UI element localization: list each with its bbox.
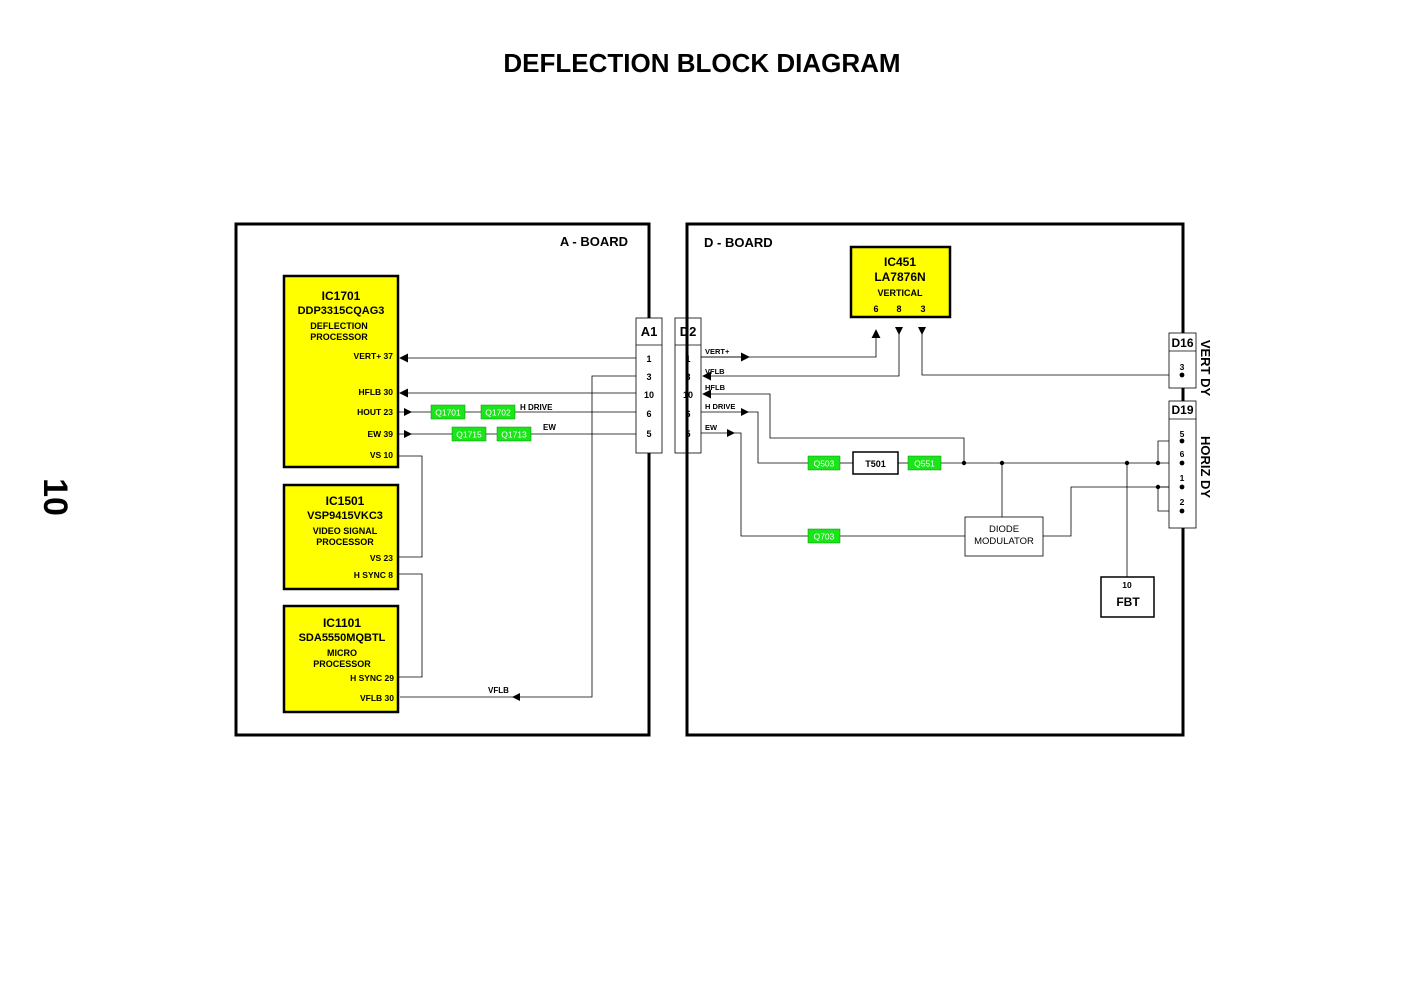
ic1101-pin-vflb: VFLB 30 [360, 693, 394, 703]
q1713: Q1713 [496, 426, 532, 442]
ic1701-pin-vert: VERT+ 37 [354, 351, 394, 361]
svg-text:DIODE: DIODE [989, 524, 1019, 535]
svg-text:10: 10 [644, 390, 654, 400]
ic451-pin-3: 3 [920, 304, 925, 314]
svg-text:5: 5 [646, 429, 651, 439]
ic451-block: IC451 LA7876N VERTICAL 6 8 3 [849, 245, 952, 319]
node-2 [999, 460, 1005, 466]
svg-text:6: 6 [646, 409, 651, 419]
svg-text:3: 3 [646, 372, 651, 382]
ic1701-block: IC1701 DDP3315CQAG3 DEFLECTION PROCESSOR… [282, 274, 400, 469]
ic451-pin-8: 8 [896, 304, 901, 314]
a-ew-label: EW [543, 423, 556, 432]
ic451-pin-6: 6 [873, 304, 878, 314]
svg-text:MODULATOR: MODULATOR [974, 536, 1034, 547]
t501-block: T501 [852, 451, 899, 475]
node-5 [1155, 484, 1161, 490]
svg-text:A1: A1 [641, 324, 658, 339]
a-vflb-label: VFLB [488, 686, 509, 695]
node-3 [1124, 460, 1130, 466]
ic1501-pin-hsync: H SYNC 8 [354, 570, 393, 580]
ic1701-pin-vs: VS 10 [370, 450, 393, 460]
d-vflb-label: VFLB [705, 367, 725, 376]
d-ew-label: EW [705, 423, 718, 432]
ic451-func: VERTICAL [878, 288, 924, 298]
connector-d16: D16 3 [1168, 332, 1197, 389]
svg-text:FBT: FBT [1116, 595, 1140, 609]
ic451-part: LA7876N [874, 270, 925, 284]
svg-text:2: 2 [1180, 497, 1185, 507]
ic1701-func1: DEFLECTION [310, 321, 368, 331]
svg-text:Q703: Q703 [814, 532, 835, 542]
svg-text:5: 5 [1180, 429, 1185, 439]
ic1501-func1: VIDEO SIGNAL [313, 526, 378, 536]
node-4 [1155, 460, 1161, 466]
ic1501-func2: PROCESSOR [316, 537, 374, 547]
ic1101-block: IC1101 SDA5550MQBTL MICRO PROCESSOR H SY… [282, 604, 400, 714]
d-vert-label: VERT+ [705, 347, 730, 356]
svg-text:Q503: Q503 [814, 459, 835, 469]
ic1101-ref: IC1101 [323, 616, 361, 630]
ic451-ref: IC451 [884, 255, 916, 269]
d-board-label: D - BOARD [704, 235, 773, 250]
vert-dy-label: VERT DY [1198, 340, 1213, 397]
d-hdrive-label: H DRIVE [705, 402, 735, 411]
connector-d19: D19 5 6 1 2 [1168, 400, 1197, 529]
ic1501-block: IC1501 VSP9415VKC3 VIDEO SIGNAL PROCESSO… [282, 483, 400, 591]
ic1701-ref: IC1701 [322, 289, 361, 303]
q1715: Q1715 [451, 426, 487, 442]
fbt-block: 10 FBT [1100, 576, 1155, 618]
q703: Q703 [807, 528, 841, 544]
ic1701-func2: PROCESSOR [310, 332, 368, 342]
connector-a1: A1 1 3 10 6 5 [635, 317, 663, 454]
ic1101-part: SDA5550MQBTL [299, 632, 386, 644]
ic1701-part: DDP3315CQAG3 [298, 305, 385, 317]
svg-text:1: 1 [1180, 473, 1185, 483]
a-board-label: A - BOARD [560, 234, 628, 249]
svg-text:10: 10 [1122, 580, 1132, 590]
diode-modulator-block: DIODE MODULATOR [964, 516, 1044, 557]
svg-text:Q1715: Q1715 [456, 430, 482, 440]
q1702: Q1702 [480, 404, 516, 420]
node-1 [961, 460, 967, 466]
d-board-wires [701, 327, 1182, 577]
svg-text:Q551: Q551 [914, 459, 935, 469]
ic1701-pin-hout: HOUT 23 [357, 407, 393, 417]
svg-text:T501: T501 [865, 459, 886, 469]
svg-text:D16: D16 [1171, 336, 1193, 350]
svg-text:1: 1 [646, 354, 651, 364]
svg-text:Q1702: Q1702 [485, 408, 511, 418]
ic1701-pin-hflb: HFLB 30 [359, 387, 394, 397]
diagram-title: DEFLECTION BLOCK DIAGRAM [503, 48, 900, 78]
svg-text:D19: D19 [1171, 403, 1193, 417]
q503: Q503 [807, 455, 841, 471]
a-board-frame [234, 222, 651, 737]
page-number: 10 [36, 478, 74, 516]
horiz-dy-label: HORIZ DY [1198, 436, 1213, 498]
svg-text:6: 6 [1180, 449, 1185, 459]
ic1101-pin-hsync: H SYNC 29 [350, 673, 394, 683]
a-hdrive-label: H DRIVE [520, 403, 553, 412]
ic1501-ref: IC1501 [326, 494, 365, 508]
svg-text:Q1701: Q1701 [435, 408, 461, 418]
q551: Q551 [907, 455, 942, 471]
q1701: Q1701 [430, 404, 466, 420]
ic1501-part: VSP9415VKC3 [307, 510, 383, 522]
ic1101-func1: MICRO [327, 648, 357, 658]
ic1501-pin-vs: VS 23 [370, 553, 393, 563]
ic1101-func2: PROCESSOR [313, 659, 371, 669]
ic1701-pin-ew: EW 39 [367, 429, 393, 439]
svg-text:Q1713: Q1713 [501, 430, 527, 440]
svg-text:3: 3 [1180, 362, 1185, 372]
d-hflb-label: HFLB [705, 383, 726, 392]
